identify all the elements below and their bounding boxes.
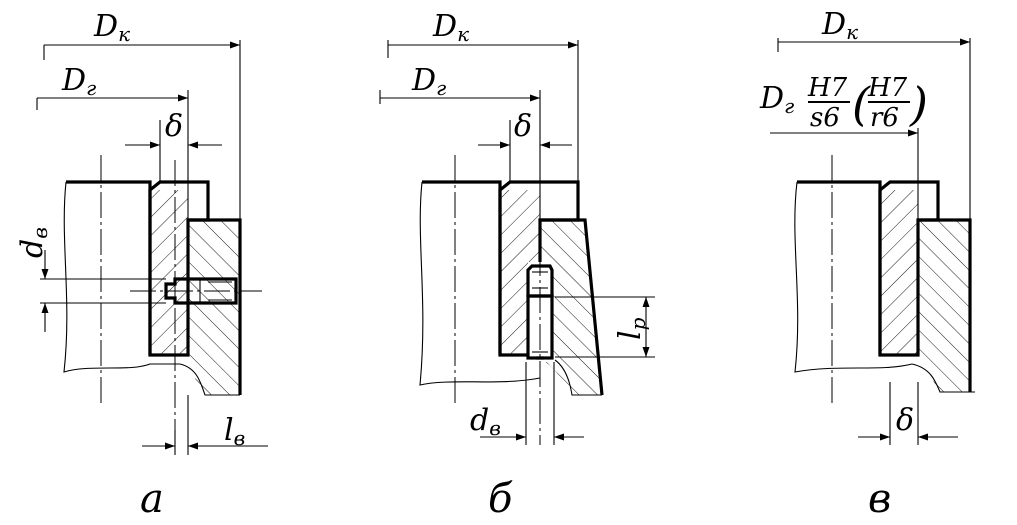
hub-outline bbox=[66, 180, 152, 355]
bushing-hatch bbox=[150, 190, 188, 355]
pin-diameter-label: dв bbox=[470, 403, 501, 440]
rim-outline bbox=[540, 218, 604, 396]
hub-outline bbox=[422, 180, 502, 355]
fit-alt-hole-tolerance: H7 bbox=[867, 73, 908, 103]
hub-outline bbox=[797, 180, 882, 355]
pin-length-label: lр bbox=[613, 317, 650, 340]
screw-length-label: lв bbox=[224, 413, 245, 450]
fit-open-paren: ( bbox=[852, 77, 871, 131]
fit-close-paren: ) bbox=[909, 77, 928, 131]
view-v: Dг H7 s6 ( H7 r6 ) Dк δ в bbox=[759, 7, 975, 522]
view-b: Dк Dг δ lр dв б bbox=[379, 9, 655, 522]
bushing-thickness-label: δ bbox=[514, 109, 532, 144]
rim-hatch bbox=[540, 220, 602, 395]
screw-diameter-label: dв bbox=[15, 227, 52, 258]
fit-shaft-tolerance: s6 bbox=[810, 103, 840, 133]
rim-fillet bbox=[911, 363, 975, 393]
rim-diameter-label: Dк bbox=[93, 9, 130, 46]
hub-diameter-label: Dг bbox=[411, 63, 446, 100]
rim-hatch bbox=[918, 220, 970, 392]
hub-diameter-label: Dг bbox=[61, 63, 96, 100]
caption-v: в bbox=[868, 476, 891, 522]
hub-break bbox=[419, 181, 541, 386]
caption-b: б bbox=[488, 476, 513, 522]
rim-diameter-label: Dк bbox=[821, 7, 858, 44]
rim-diameter-label: Dк bbox=[432, 9, 469, 46]
bushing-thickness-label: δ bbox=[165, 109, 183, 144]
fit-alt-shaft-tolerance: r6 bbox=[870, 103, 899, 133]
fit-hole-tolerance: H7 bbox=[807, 73, 848, 103]
bushing-hatch bbox=[880, 190, 918, 355]
hub-diameter-label: Dг bbox=[759, 81, 794, 118]
caption-a: а bbox=[140, 476, 164, 522]
hub-break bbox=[794, 181, 913, 373]
view-a: Dк Dг δ dв lв а bbox=[15, 9, 268, 522]
bushing-thickness-label: δ bbox=[896, 403, 914, 438]
rim-fillet bbox=[179, 363, 240, 396]
rim-hatch bbox=[188, 220, 240, 395]
rim-fillet bbox=[554, 359, 602, 396]
hub-break bbox=[63, 181, 180, 373]
